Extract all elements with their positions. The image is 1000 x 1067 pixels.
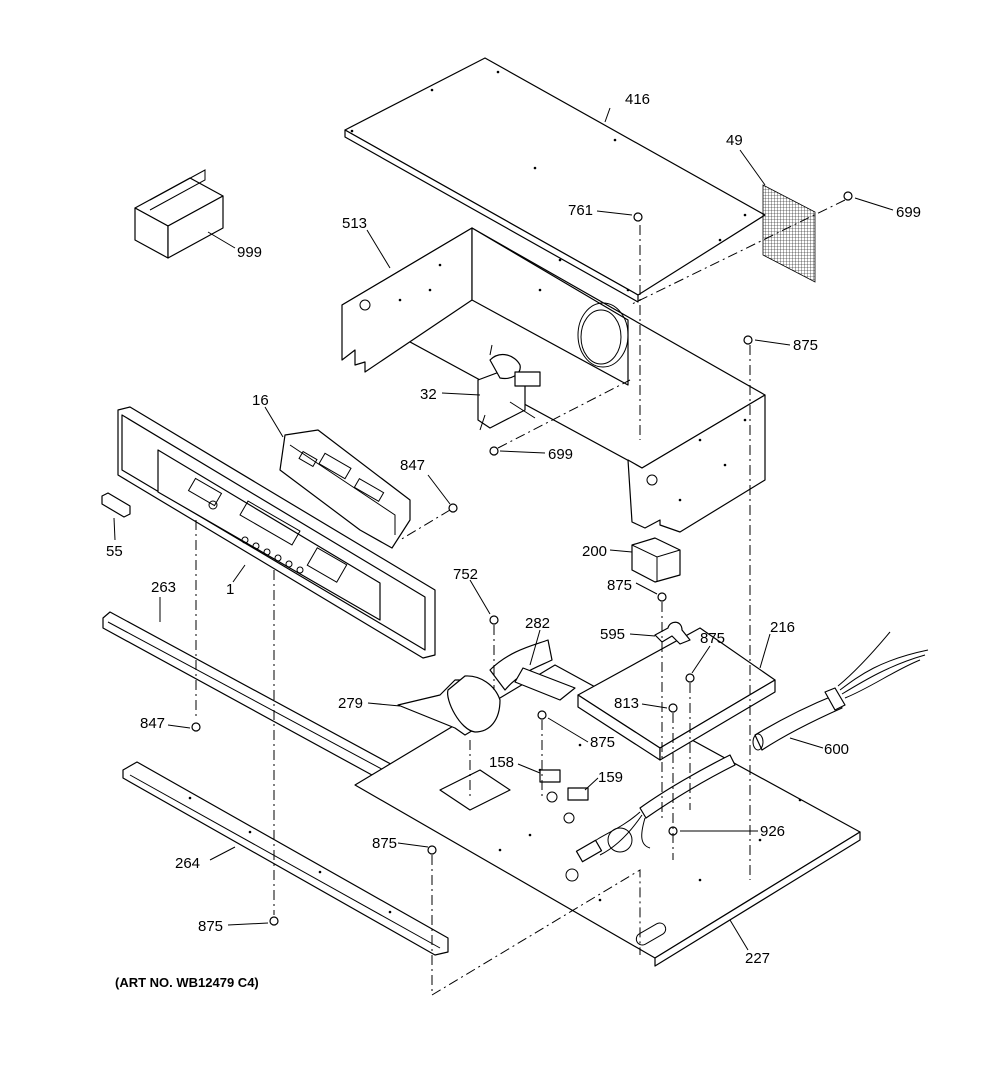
part-200-insulation <box>631 537 681 583</box>
part-227-bottom-panel <box>354 664 861 967</box>
callout-999: 999 <box>237 244 262 261</box>
callout-55: 55 <box>106 543 123 560</box>
callout-282: 282 <box>525 615 550 632</box>
part-279-duct <box>397 639 576 736</box>
callout-labels: 416 49 699 761 513 999 875 32 699 16 847… <box>106 91 921 967</box>
callout-875-bottom-left: 875 <box>198 918 223 935</box>
callout-158: 158 <box>489 754 514 771</box>
callout-875-upper-right: 875 <box>793 337 818 354</box>
part-595-clamp <box>654 621 691 645</box>
callout-926: 926 <box>760 823 785 840</box>
callout-227: 227 <box>745 950 770 967</box>
fasteners <box>191 191 853 926</box>
part-264-lower-bracket <box>122 761 449 956</box>
assembly-lines <box>195 199 846 996</box>
callout-263: 263 <box>151 579 176 596</box>
callout-513: 513 <box>342 215 367 232</box>
callout-1: 1 <box>226 581 234 598</box>
callout-761: 761 <box>568 202 593 219</box>
leader-lines <box>113 107 894 951</box>
part-16-control-board <box>279 429 411 549</box>
part-49-mesh-screen <box>762 184 816 283</box>
part-55-badge <box>101 492 131 518</box>
callout-159: 159 <box>598 769 623 786</box>
art-number: (ART NO. WB12479 C4) <box>115 975 259 990</box>
part-513-wrapper <box>341 227 766 533</box>
callout-600: 600 <box>824 741 849 758</box>
wire-harness <box>539 754 736 863</box>
callout-847-lower: 847 <box>140 715 165 732</box>
callout-875-lower-center: 875 <box>372 835 397 852</box>
callout-699-mid: 699 <box>548 446 573 463</box>
part-1-control-panel <box>117 406 436 659</box>
callout-416: 416 <box>625 91 650 108</box>
callout-699-top: 699 <box>896 204 921 221</box>
callout-49: 49 <box>726 132 743 149</box>
callout-16: 16 <box>252 392 269 409</box>
part-32-fan-motor <box>477 344 541 431</box>
callout-264: 264 <box>175 855 200 872</box>
callout-279: 279 <box>338 695 363 712</box>
callout-847-upper: 847 <box>400 457 425 474</box>
callout-200: 200 <box>582 543 607 560</box>
part-999-box <box>134 169 224 259</box>
callout-752: 752 <box>453 566 478 583</box>
part-216-shield <box>577 627 776 761</box>
callout-875-shield: 875 <box>700 630 725 647</box>
callout-875-clamp: 875 <box>607 577 632 594</box>
callout-875-center: 875 <box>590 734 615 751</box>
callout-595: 595 <box>600 626 625 643</box>
callout-813: 813 <box>614 695 639 712</box>
part-600-conduit <box>752 631 929 751</box>
callout-32: 32 <box>420 386 437 403</box>
part-416-top-panel <box>344 57 766 303</box>
callout-216: 216 <box>770 619 795 636</box>
